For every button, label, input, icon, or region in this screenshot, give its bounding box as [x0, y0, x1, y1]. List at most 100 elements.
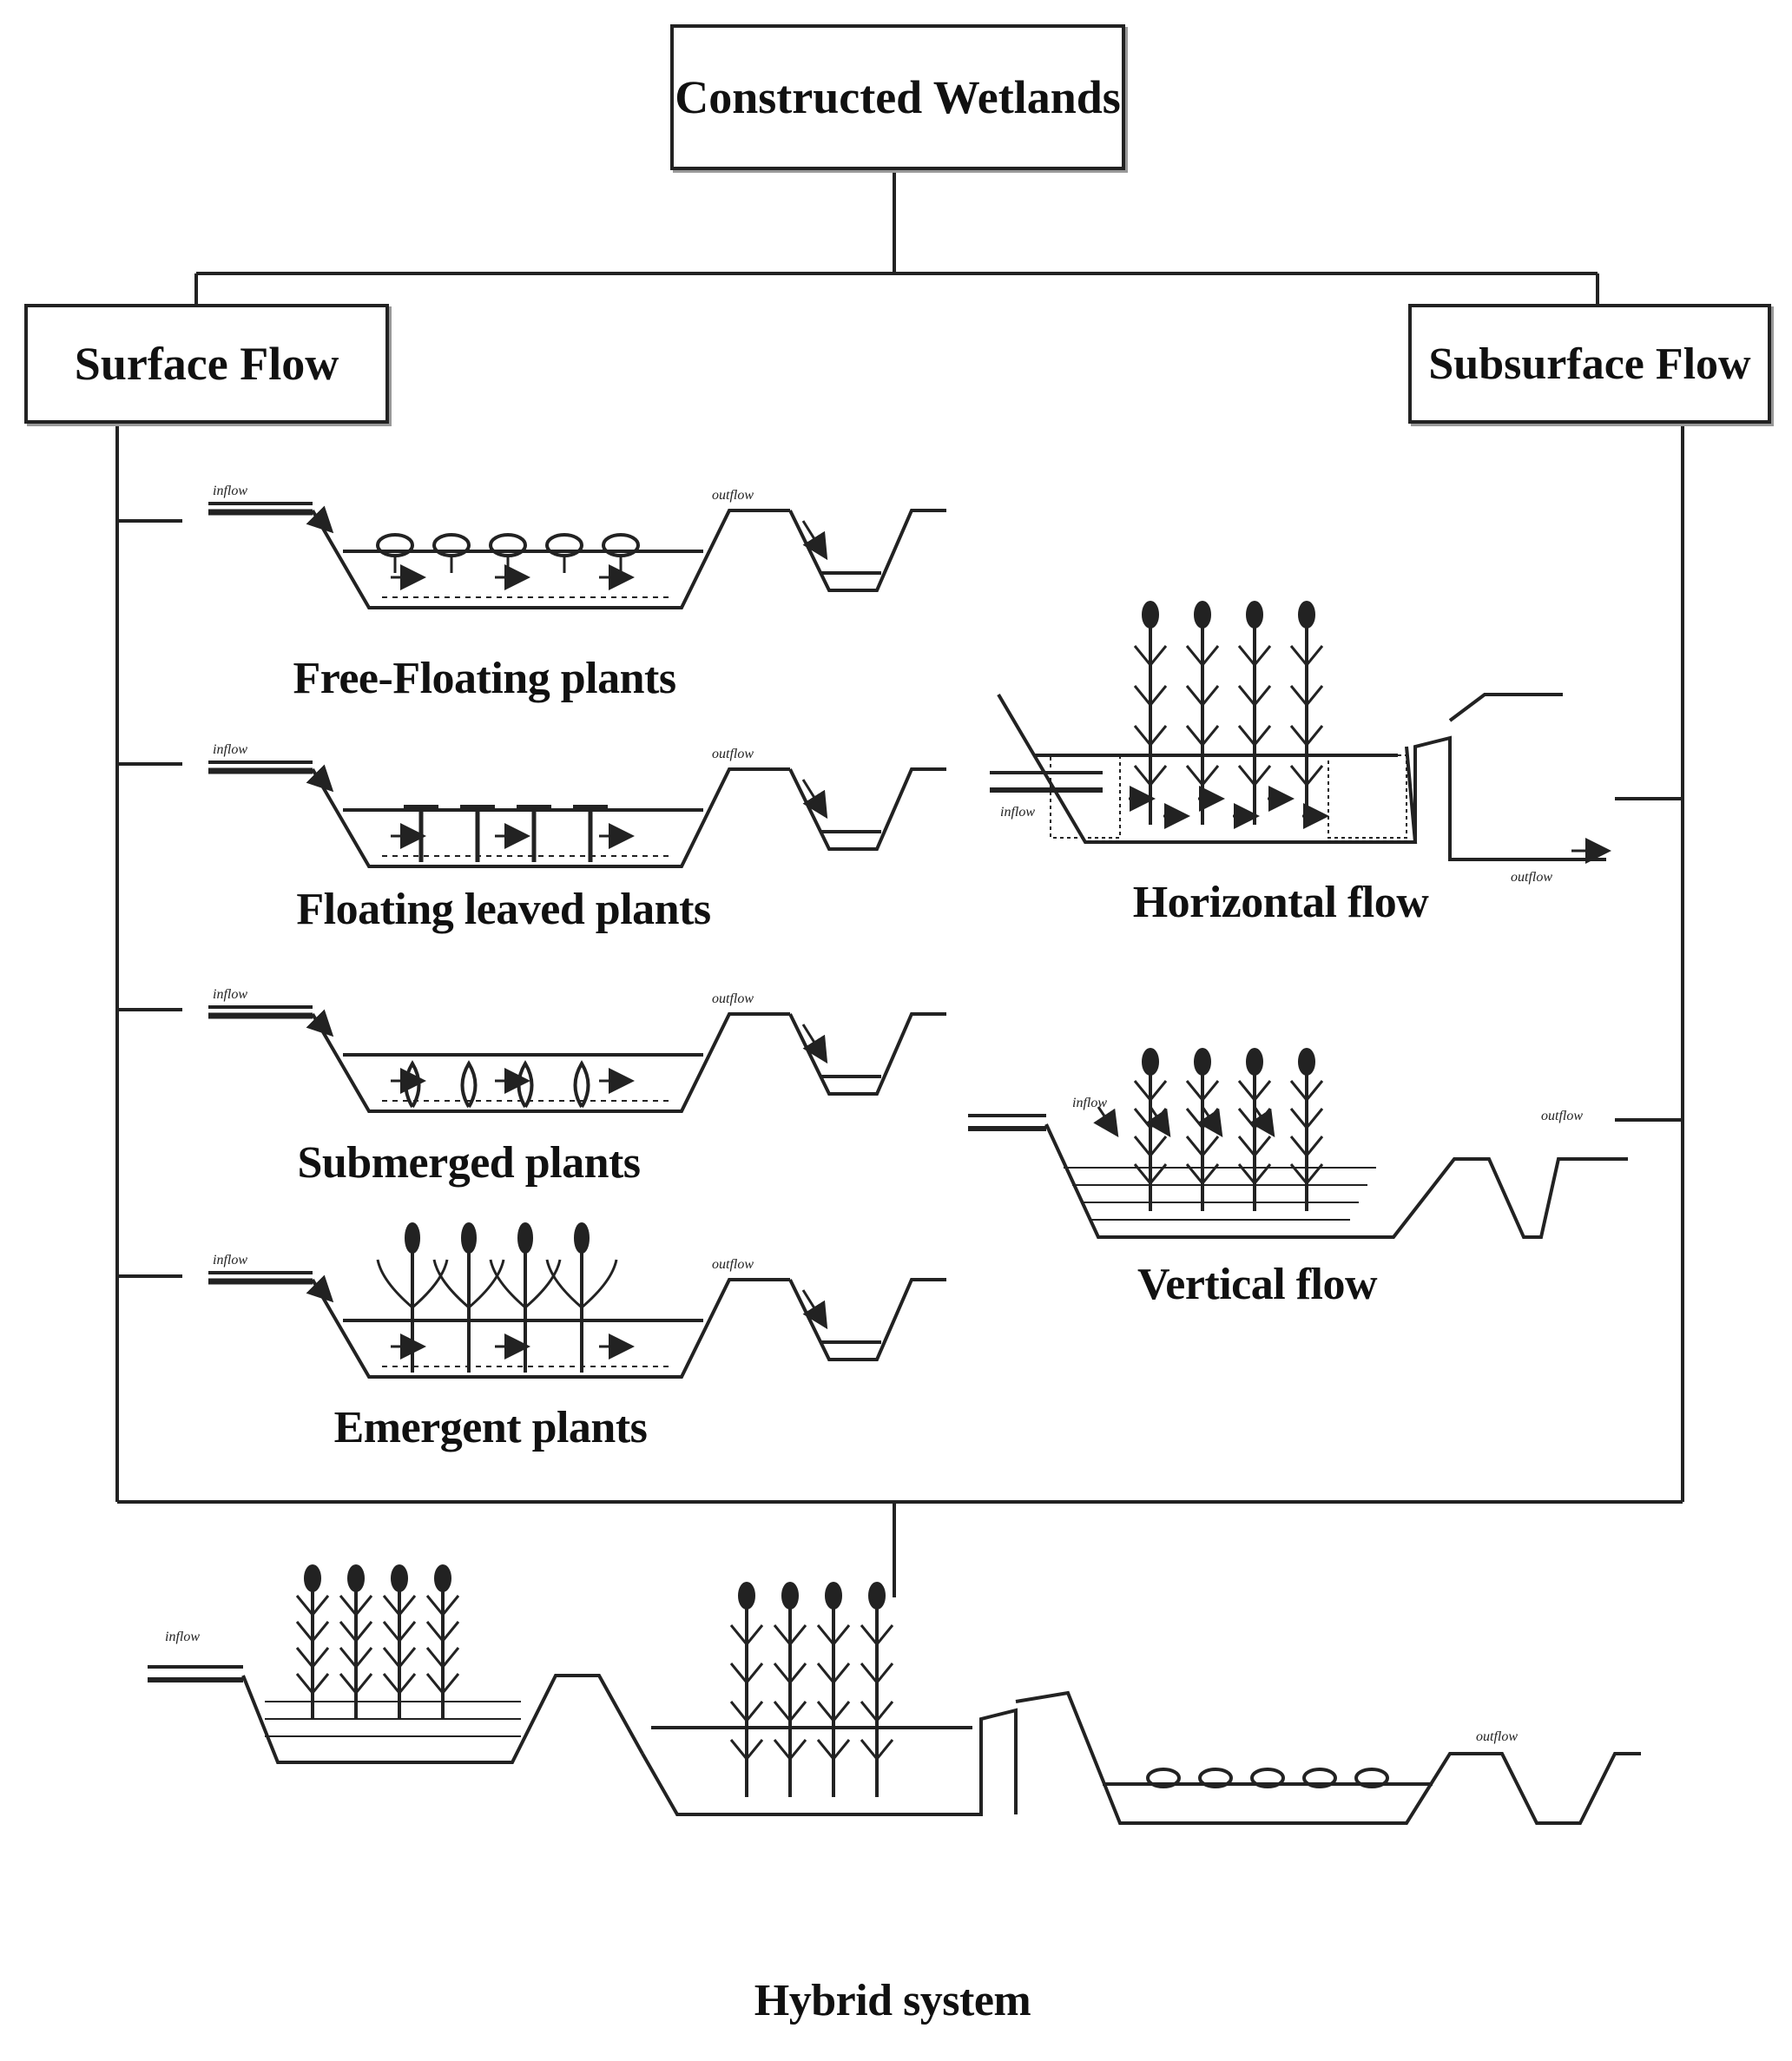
- reed-leaf: [382, 1673, 417, 1694]
- reed-leaf: [729, 1701, 764, 1722]
- reed-leaf: [1133, 1080, 1168, 1101]
- caption-horizontal-flow: Horizontal flow: [1132, 878, 1429, 927]
- flow-arrow: [801, 779, 828, 820]
- reed-leaf: [816, 1701, 851, 1722]
- caption-submerged-plants: Submerged plants: [297, 1138, 641, 1188]
- reed-leaf: [1133, 765, 1168, 786]
- hybrid-train: inflow outflow: [148, 1564, 1641, 1825]
- reed-leaf: [1133, 645, 1168, 666]
- basin-outline: [311, 767, 790, 868]
- hf-outflow-label: outflow: [1511, 870, 1552, 885]
- emergent-leaves: [545, 1259, 618, 1309]
- hf-bed-outline: [997, 693, 1418, 844]
- surface-flow-label: Surface Flow: [74, 338, 339, 390]
- reed-head: [1298, 601, 1315, 629]
- reed-head: [434, 1564, 451, 1592]
- caption-free-floating-plants: Free-Floating plants: [293, 654, 676, 703]
- submerged-plant: [573, 1060, 590, 1109]
- reed-head: [825, 1582, 842, 1610]
- reed-leaf: [339, 1595, 373, 1616]
- reed-leaf: [1185, 1136, 1220, 1156]
- reed-leaf: [860, 1663, 894, 1683]
- vf-inflow-label: inflow: [1072, 1096, 1107, 1110]
- hy-floating-plant: [1250, 1768, 1285, 1788]
- outflow-ditch: [788, 1012, 946, 1096]
- basin-outline: [311, 509, 790, 609]
- hy-vf-bed: [241, 1674, 644, 1764]
- reed-leaf: [816, 1624, 851, 1645]
- reed-head: [1194, 601, 1211, 629]
- reed-leaf: [1185, 1080, 1220, 1101]
- emergent-seedhead: [405, 1222, 420, 1254]
- reed-leaf: [773, 1663, 807, 1683]
- reed-head: [347, 1564, 365, 1592]
- flow-arrow: [801, 520, 828, 561]
- flow-arrow: [1197, 1106, 1223, 1137]
- hf-berm: [1448, 693, 1563, 722]
- reed-leaf: [860, 1701, 894, 1722]
- flow-arrow: [1249, 1106, 1275, 1137]
- emergent-seedhead: [517, 1222, 533, 1254]
- reed-leaf: [1237, 645, 1272, 666]
- hf-outlet-riser: [1413, 735, 1452, 842]
- reed-leaf: [425, 1595, 460, 1616]
- hy-inflow-label: inflow: [165, 1630, 200, 1644]
- reed-leaf: [1289, 1163, 1324, 1184]
- reed-head: [391, 1564, 408, 1592]
- outflow-label: outflow: [712, 488, 754, 503]
- hy-sf-basin: [1015, 1690, 1641, 1825]
- reed-leaf: [1133, 1163, 1168, 1184]
- outflow-label: outflow: [712, 1257, 754, 1272]
- reed-leaf: [1185, 685, 1220, 706]
- emergent-seedhead: [574, 1222, 590, 1254]
- reed-leaf: [1133, 725, 1168, 746]
- basin-outline: [311, 1278, 790, 1379]
- outflow-ditch: [788, 1278, 946, 1361]
- outflow-label: outflow: [712, 747, 754, 761]
- reed-leaf: [1289, 1080, 1324, 1101]
- vf-outflow-label: outflow: [1541, 1109, 1583, 1123]
- reed-leaf: [729, 1739, 764, 1760]
- subsurface-flow-box: Subsurface Flow: [1408, 304, 1771, 424]
- reed-leaf: [1237, 1080, 1272, 1101]
- reed-leaf: [382, 1621, 417, 1642]
- reed-leaf: [1133, 685, 1168, 706]
- caption-hybrid-system: Hybrid system: [754, 1976, 1031, 2025]
- reed-leaf: [1237, 1136, 1272, 1156]
- reed-leaf: [295, 1621, 330, 1642]
- submerged-plant: [460, 1060, 478, 1109]
- vf-bed-outline: [1044, 1123, 1628, 1239]
- hf-outflow-pipe: [1448, 842, 1606, 861]
- hy-floating-plant: [1354, 1768, 1389, 1788]
- inflow-label: inflow: [213, 742, 247, 757]
- reed-leaf: [1289, 645, 1324, 666]
- hy-outflow-label: outflow: [1476, 1729, 1518, 1744]
- constructed-wetlands-box: Constructed Wetlands: [670, 24, 1125, 170]
- flow-arrow: [801, 1289, 828, 1330]
- reed-leaf: [382, 1595, 417, 1616]
- hf-outlet-gravel: [1328, 754, 1407, 839]
- reed-head: [1298, 1048, 1315, 1076]
- reed-leaf: [1185, 725, 1220, 746]
- hy-hf-bed: [641, 1708, 1018, 1816]
- hy-floating-plant: [1198, 1768, 1233, 1788]
- connector-lines: [115, 163, 1684, 1597]
- hf-inlet-gravel: [1050, 754, 1121, 839]
- reed-head: [304, 1564, 321, 1592]
- surface-flow-box: Surface Flow: [24, 304, 389, 424]
- reed-leaf: [729, 1663, 764, 1683]
- reed-leaf: [773, 1624, 807, 1645]
- reed-leaf: [1289, 685, 1324, 706]
- reed-head: [781, 1582, 799, 1610]
- reed-leaf: [425, 1621, 460, 1642]
- caption-floating-leaved-plants: Floating leaved plants: [296, 885, 711, 934]
- emergent-seedhead: [461, 1222, 477, 1254]
- hy-floating-plant: [1146, 1768, 1181, 1788]
- reed-leaf: [382, 1647, 417, 1668]
- reed-head: [1142, 1048, 1159, 1076]
- flow-arrow: [801, 1024, 828, 1064]
